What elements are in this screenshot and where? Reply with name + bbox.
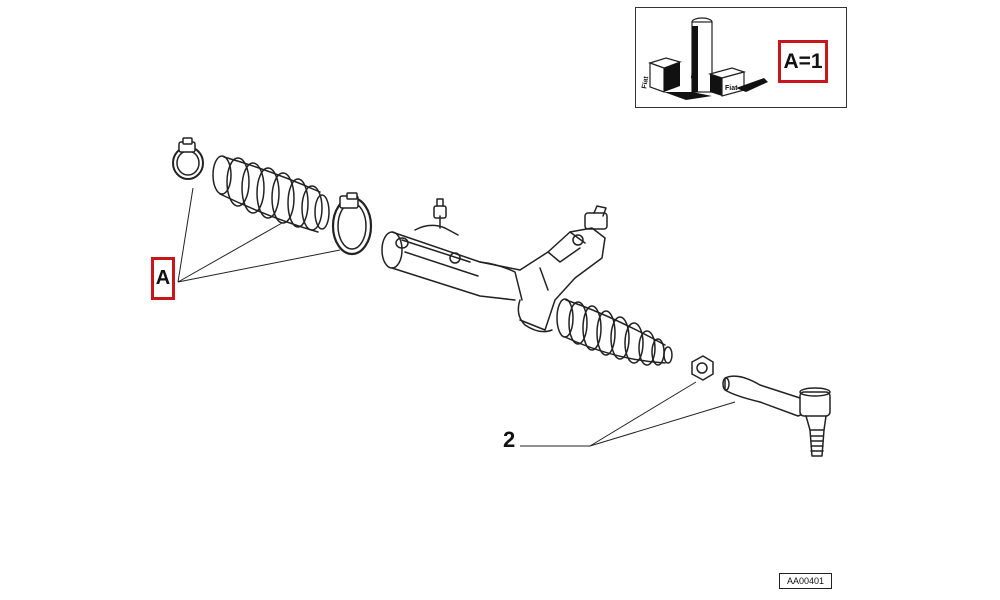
hex-nut-icon	[691, 355, 714, 381]
quantity-legend-icon: Fiat Fiat Fiat	[641, 17, 768, 100]
legend-inset: Fiat Fiat Fiat	[635, 7, 847, 108]
rack-bellows-icon	[556, 298, 673, 366]
svg-text:Fiat: Fiat	[691, 66, 700, 80]
leader-lines	[177, 187, 736, 447]
fiat-box-icon: Fiat	[707, 67, 747, 97]
callout-a-label: A	[155, 267, 171, 289]
svg-text:Fiat: Fiat	[641, 75, 650, 89]
steering-rack-housing-icon	[381, 198, 608, 333]
fiat-can-icon: Fiat	[691, 17, 713, 93]
callout-a: A	[151, 257, 175, 300]
svg-text:Fiat: Fiat	[725, 85, 738, 92]
bellows-boot-icon	[212, 155, 330, 233]
tie-rod-end-icon	[722, 375, 831, 457]
large-clamp-icon	[331, 192, 373, 256]
reference-code: AA00401	[779, 573, 832, 589]
quantity-callout: A=1	[778, 40, 828, 83]
callout-2-label: 2	[503, 427, 516, 452]
quantity-text: A=1	[783, 49, 823, 73]
small-clamp-icon	[172, 137, 204, 180]
